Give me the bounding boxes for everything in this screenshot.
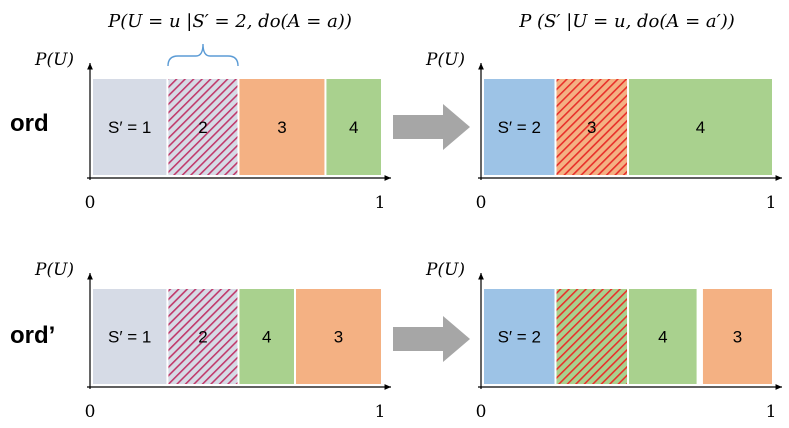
- transition-arrow-2: [393, 316, 470, 362]
- curly-brace: [167, 43, 239, 67]
- segment-r1-right-1: [556, 79, 627, 175]
- segment-r1-left-0: [93, 79, 167, 175]
- segment-label-r2-left-2: 4: [262, 328, 271, 347]
- segment-label-r2-left-3: 3: [334, 328, 343, 347]
- left-panel-title: P(U = u |S′ = 2, do(A = a)): [107, 11, 352, 32]
- segment-label-r2-right-2: 4: [658, 328, 667, 347]
- segment-r2-right-0: [484, 289, 555, 384]
- segment-r1-right-0: [484, 79, 555, 175]
- segment-label-r1-right-1: 3: [587, 118, 596, 137]
- segment-r2-left-1: [168, 289, 238, 384]
- segment-label-r1-left-0: S′ = 1: [108, 118, 151, 137]
- x-tick-0-r2-right: 0: [476, 402, 487, 422]
- row-label-ord-prime: ord’: [10, 322, 55, 349]
- x-tick-1-r1-left: 1: [375, 193, 386, 213]
- segment-label-r1-left-2: 3: [277, 118, 286, 137]
- y-axis-label-r2-right: P(U): [425, 260, 465, 280]
- segment-label-r1-left-3: 4: [349, 118, 358, 137]
- x-tick-0-r1-right: 0: [476, 193, 487, 213]
- x-tick-0-r2-left: 0: [85, 402, 96, 422]
- segment-r2-right-2: [629, 289, 697, 384]
- segment-r1-left-2: [239, 79, 325, 175]
- x-tick-1-r1-right: 1: [766, 193, 777, 213]
- right-panel-title: P (S′ |U = u, do(A = a′)): [518, 11, 735, 32]
- segment-label-r1-left-1: 2: [198, 118, 207, 137]
- bars: S′ = 1 2 3 4 S′ = 2 3 4 S′ = 1 2 4 3 S′ = 2 4 3: [93, 79, 772, 384]
- x-tick-1-r2-right: 1: [766, 402, 777, 422]
- x-tick-0-r1-left: 0: [85, 193, 96, 213]
- segment-r1-right-2: [629, 79, 772, 175]
- y-axis-label-r1-right: P(U): [425, 50, 465, 70]
- segment-r2-left-0: [93, 289, 167, 384]
- segment-label-r2-left-0: S′ = 1: [108, 328, 151, 347]
- segment-r2-left-2: [239, 289, 294, 384]
- segment-r2-right-3: [702, 289, 772, 384]
- x-tick-1-r2-left: 1: [375, 402, 386, 422]
- segment-label-r2-right-0: S′ = 2: [498, 328, 541, 347]
- segment-r2-left-3: [296, 289, 381, 384]
- segment-label-r2-left-1: 2: [198, 328, 207, 347]
- segment-label-r2-right-3: 3: [733, 328, 742, 347]
- segment-label-r1-right-0: S′ = 2: [498, 118, 541, 137]
- segment-r1-left-3: [326, 79, 381, 175]
- segment-r2-right-1: [556, 289, 627, 384]
- y-axis-label-r1-left: P(U): [34, 50, 74, 70]
- row-label-ord: ord: [10, 110, 49, 137]
- y-axis-label-r2-left: P(U): [34, 260, 74, 280]
- segment-label-r1-right-2: 4: [696, 118, 705, 137]
- segment-r1-left-1: [168, 79, 238, 175]
- transition-arrow-1: [393, 104, 470, 150]
